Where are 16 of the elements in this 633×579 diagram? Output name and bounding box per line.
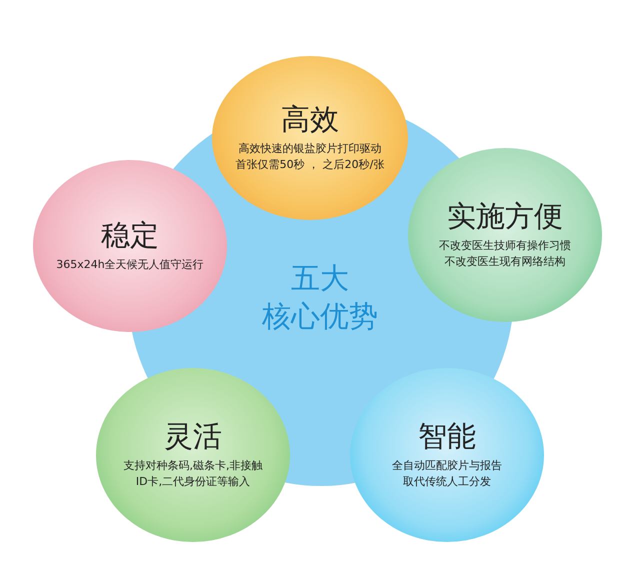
node-description: 取代传统人工分发 [403, 474, 491, 490]
node-description: 首张仅需50秒 ， 之后20秒/张 [236, 156, 384, 173]
node-heading: 稳定 [101, 219, 159, 253]
node-heading: 智能 [418, 420, 476, 454]
node-heading: 高效 [281, 103, 339, 137]
node-description: 不改变医生现有网络结构 [444, 254, 566, 270]
node-description: ID卡,二代身份证等输入 [136, 474, 250, 490]
node-heading: 实施方便 [447, 200, 563, 234]
node-description: 支持对种条码,磁条卡,非接触 [124, 458, 262, 474]
node-description: 全自动匹配胶片与报告 [392, 458, 502, 474]
center-title: 五大 [291, 260, 349, 297]
node-heading: 灵活 [164, 420, 222, 454]
node-description: 不改变医生技师有操作习惯 [439, 238, 571, 254]
center-title: 核心优势 [262, 298, 378, 334]
node-description: 高效快速的银盐胶片打印驱动 [238, 140, 382, 157]
node-description: 365x24h全天候无人值守运行 [56, 256, 204, 273]
